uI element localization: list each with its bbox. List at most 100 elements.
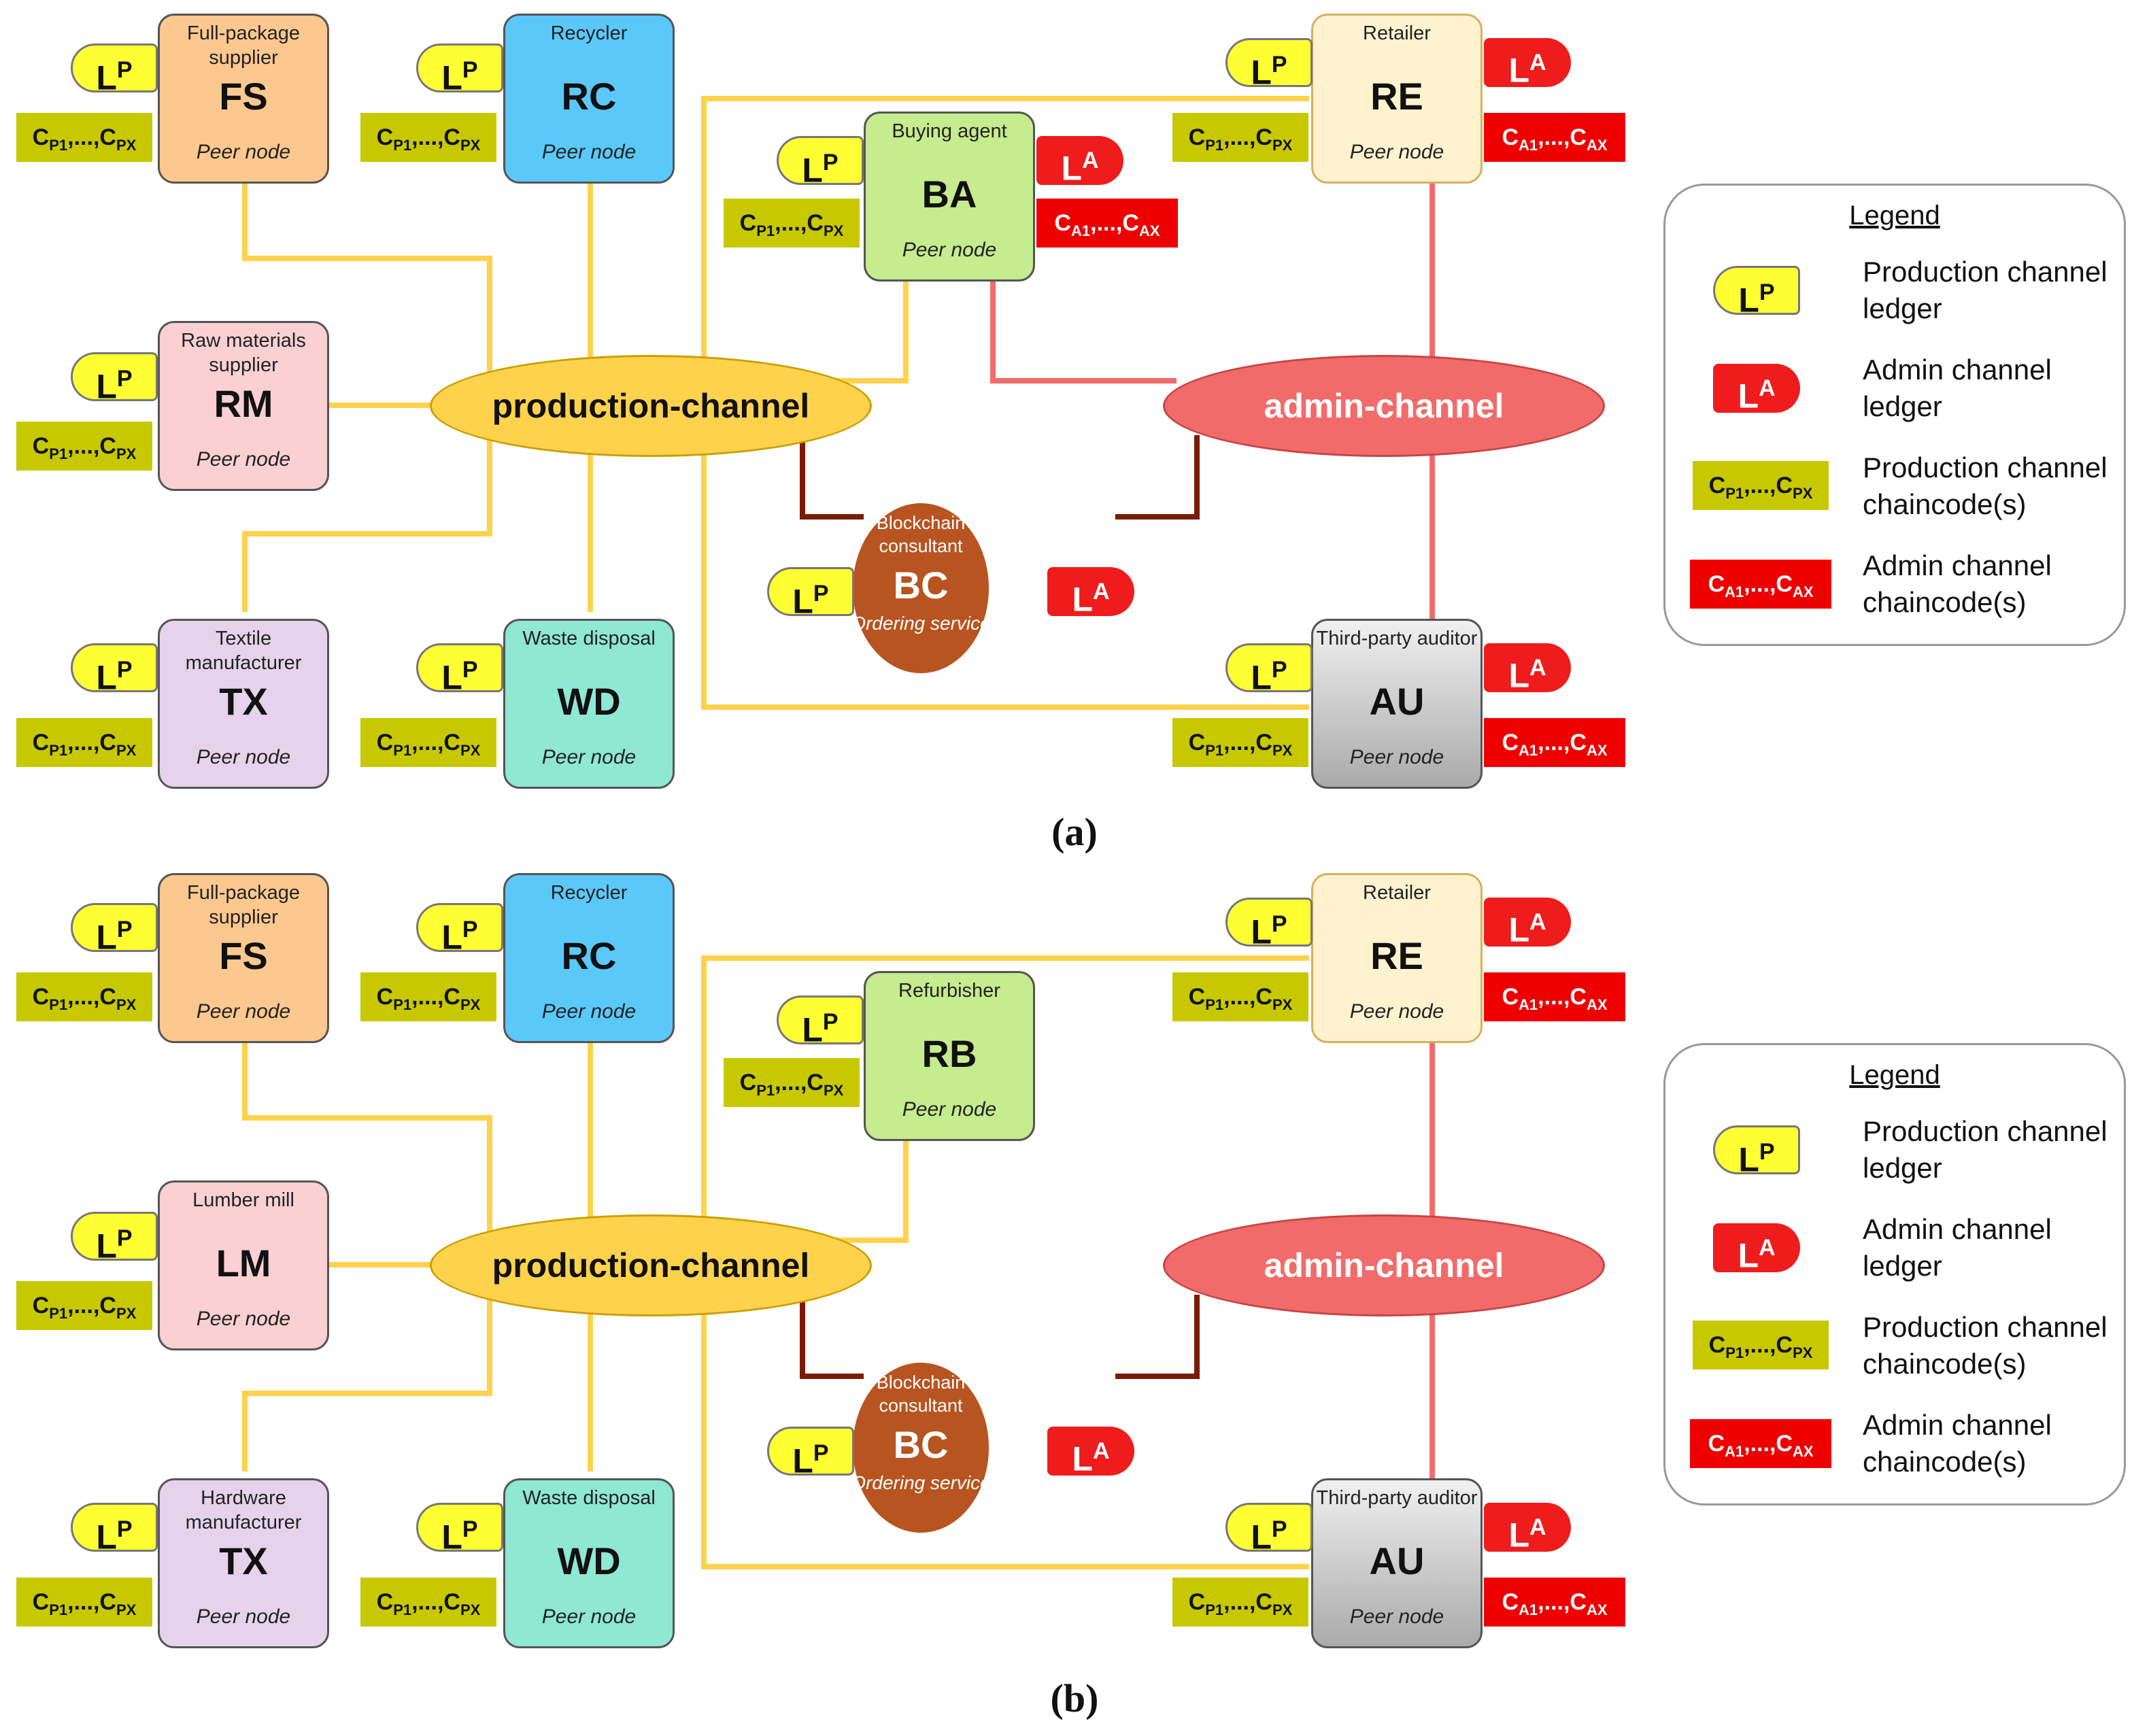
cc-s2: AX [1586, 136, 1608, 154]
production-chaincode: CP1,...,CPX [16, 718, 152, 767]
node-au[interactable]: Third-party auditor AU Peer node [1311, 1478, 1483, 1648]
ledger-letter: L [96, 367, 117, 406]
cc-s1: P1 [1725, 1344, 1744, 1361]
ledger-sup: A [1092, 579, 1110, 605]
node-re[interactable]: Retailer RE Peer node [1311, 873, 1483, 1043]
cc-s1: A1 [1071, 222, 1091, 239]
node-kind: Peer node [196, 141, 291, 163]
production-ledger: LP [71, 44, 158, 97]
node-wd[interactable]: Waste disposal WD Peer node [503, 1478, 675, 1648]
node-rb[interactable]: Refurbisher RB Peer node [864, 971, 1035, 1141]
node-lm[interactable]: Lumber mill LM Peer node [158, 1180, 329, 1350]
production-channel[interactable]: production-channel [430, 355, 872, 457]
orderer-bc[interactable]: Blockchain consultant BC Ordering servic… [851, 1363, 991, 1533]
cc-c2: C [1776, 1431, 1793, 1457]
wire-orderer-admin [1115, 1295, 1200, 1379]
admin-ledger: LA [1484, 643, 1571, 695]
cc-c1: C [739, 1070, 757, 1095]
ledger-sup: P [116, 1225, 133, 1251]
cc-mid: ,..., [1744, 1431, 1776, 1457]
production-chaincode: CP1,...,CPX [16, 1578, 152, 1627]
cc-mid: ,..., [1538, 730, 1570, 755]
ledger-letter: L [1251, 53, 1272, 92]
cc-c2: C [1570, 730, 1587, 755]
production-chaincode: CP1,...,CPX [16, 1281, 152, 1330]
ledger-letter: L [792, 1442, 813, 1480]
node-rc[interactable]: Recycler RC Peer node [503, 873, 675, 1043]
production-ledger: LP [1225, 898, 1313, 951]
wire-admin-mid [990, 279, 1177, 384]
ledger-letter: L [1738, 281, 1759, 320]
admin-ledger: LA [1484, 38, 1571, 90]
node-kind: Peer node [1349, 141, 1444, 163]
node-role: Full-package supplier [186, 22, 301, 69]
cc-c1: C [1708, 473, 1726, 498]
ledger-sup: A [1758, 1235, 1776, 1261]
production-channel[interactable]: production-channel [430, 1214, 872, 1316]
cc-s2: PX [1272, 741, 1293, 759]
cc-c2: C [1255, 1589, 1272, 1615]
ledger-sup: P [116, 57, 133, 83]
ledger-sup: A [1758, 375, 1776, 401]
cc-mid: ,..., [1744, 1332, 1776, 1358]
node-role: Third-party auditor [1316, 1487, 1478, 1509]
node-fs[interactable]: Full-package supplier FS Peer node [158, 873, 329, 1043]
cc-mid: ,..., [1538, 984, 1570, 1010]
node-rc[interactable]: Recycler RC Peer node [503, 14, 675, 184]
node-ba[interactable]: Buying agent BA Peer node [864, 112, 1035, 282]
node-abbr: AU [1369, 680, 1425, 723]
cc-c1: C [32, 1293, 50, 1318]
node-role: Retailer [1363, 882, 1431, 904]
legend-production-ledger: LP [1713, 1125, 1800, 1179]
cc-c2: C [1570, 984, 1587, 1010]
cc-s1: A1 [1725, 1442, 1744, 1460]
ledger-sup: P [822, 150, 839, 175]
cc-c2: C [443, 984, 460, 1010]
node-role: Full-package supplier [186, 882, 301, 928]
ledger-letter: L [96, 658, 117, 697]
node-abbr: RC [561, 934, 617, 977]
production-chaincode: CP1,...,CPX [360, 718, 496, 767]
production-ledger: LP [71, 352, 158, 406]
node-au[interactable]: Third-party auditor AU Peer node [1311, 619, 1483, 789]
cc-s1: A1 [1519, 995, 1538, 1013]
wire-au [701, 408, 1309, 710]
ledger-letter: L [1508, 656, 1529, 695]
production-ledger: LP [777, 995, 864, 1049]
admin-channel[interactable]: admin-channel [1163, 1214, 1605, 1316]
node-abbr: TX [219, 1539, 268, 1582]
node-re[interactable]: Retailer RE Peer node [1311, 14, 1483, 184]
admin-chaincode: CA1,...,CAX [1036, 199, 1178, 248]
cc-mid: ,..., [411, 124, 444, 150]
wire-orderer-admin [1115, 435, 1200, 520]
ledger-letter: L [441, 1518, 462, 1556]
node-fs[interactable]: Full-package supplier FS Peer node [158, 14, 329, 184]
node-role: Retailer [1363, 22, 1431, 44]
ledger-sup: A [1529, 1514, 1546, 1540]
cc-s2: PX [460, 1601, 481, 1618]
admin-channel[interactable]: admin-channel [1163, 355, 1605, 457]
cc-c1: C [32, 124, 50, 150]
node-abbr: TX [219, 680, 268, 723]
wire-au [701, 1267, 1309, 1569]
cc-s1: P1 [393, 1601, 412, 1618]
legend-label: Production channel ledger [1863, 256, 2108, 324]
cc-s1: A1 [1519, 136, 1538, 154]
node-tx[interactable]: Hardware manufacturer TX Peer node [158, 1478, 329, 1648]
node-tx[interactable]: Textile manufacturer TX Peer node [158, 619, 329, 789]
node-kind: Peer node [902, 1098, 997, 1121]
cc-s1: P1 [49, 995, 68, 1013]
cc-mid: ,..., [67, 730, 100, 755]
node-role: Recycler [550, 22, 628, 44]
orderer-bc[interactable]: Blockchain consultant BC Ordering servic… [851, 503, 991, 673]
production-chaincode: CP1,...,CPX [360, 1578, 496, 1627]
cc-s2: AX [1586, 1601, 1608, 1618]
node-rm[interactable]: Raw materials supplier RM Peer node [158, 321, 329, 491]
cc-c2: C [1255, 730, 1272, 755]
node-wd[interactable]: Waste disposal WD Peer node [503, 619, 675, 789]
panel-caption: (b) [1050, 1676, 1099, 1720]
admin-ledger: LA [1484, 1503, 1571, 1554]
orderer-kind: Ordering service [851, 613, 991, 634]
node-abbr: RE [1370, 934, 1423, 977]
cc-c2: C [1776, 473, 1793, 498]
